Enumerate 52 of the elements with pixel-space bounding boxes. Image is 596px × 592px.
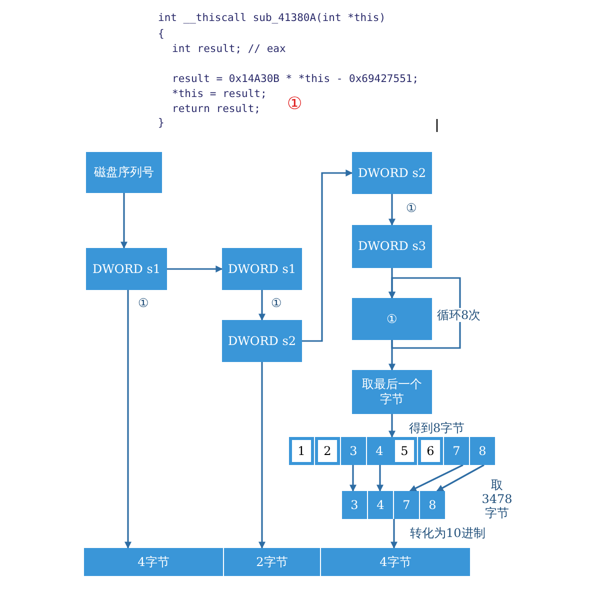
code-line: int result; // eax — [172, 43, 286, 55]
code-line: { — [158, 28, 164, 40]
arrow — [436, 464, 484, 492]
byte-cell: 8 — [470, 437, 495, 465]
process-box: DWORD s1 — [86, 248, 167, 290]
edge-label: 得到8字节 — [409, 421, 465, 435]
arrow — [388, 194, 396, 226]
process-box: ① — [352, 298, 432, 340]
segment-bar: 4字节 — [321, 548, 470, 576]
segment-bar: 2字节 — [224, 548, 320, 576]
edge-label: ① — [138, 296, 149, 310]
arrow — [302, 170, 353, 342]
byte-cell: 1 — [289, 437, 314, 465]
arrow — [409, 464, 464, 492]
arrow — [388, 277, 461, 349]
arrow — [390, 519, 398, 549]
byte-cell: 3 — [341, 437, 366, 465]
arrow — [120, 193, 128, 249]
code-line: result = 0x14A30B * *this - 0x69427551; — [172, 73, 419, 85]
arrow — [388, 340, 396, 371]
code-line: return result; — [172, 103, 261, 115]
arrow — [258, 290, 266, 321]
arrow — [258, 362, 266, 549]
byte-cell: 3 — [342, 491, 367, 519]
arrow — [124, 290, 132, 549]
byte-cell: 7 — [394, 491, 419, 519]
byte-cell: 4 — [367, 437, 392, 465]
process-box: 磁盘序列号 — [86, 152, 162, 193]
arrow — [388, 414, 396, 438]
segment-bar: 4字节 — [84, 548, 223, 576]
byte-cell: 6 — [418, 437, 443, 465]
byte-cell: 4 — [368, 491, 393, 519]
edge-label: ① — [406, 201, 417, 215]
code-line: int __thiscall sub_41380A(int *this) — [158, 12, 386, 24]
edge-label: ① — [271, 296, 282, 310]
byte-cell: 2 — [315, 437, 340, 465]
arrow — [167, 266, 223, 272]
arrow — [376, 465, 384, 492]
byte-cell: 8 — [420, 491, 445, 519]
edge-label: 转化为10进制 — [410, 526, 486, 540]
byte-cell: 5 — [392, 437, 417, 465]
process-box: 取最后一个字节 — [352, 370, 432, 414]
code-line: *this = result; — [172, 88, 267, 100]
code-line: } — [158, 117, 164, 129]
callout-number: ① — [287, 94, 302, 114]
edge-label: 循环8次 — [437, 308, 481, 322]
process-box: DWORD s1 — [222, 248, 302, 290]
byte-cell: 7 — [444, 437, 469, 465]
arrow — [350, 465, 356, 492]
process-box: DWORD s2 — [222, 320, 302, 362]
process-box: DWORD s2 — [352, 152, 432, 194]
process-box: DWORD s3 — [352, 225, 432, 268]
